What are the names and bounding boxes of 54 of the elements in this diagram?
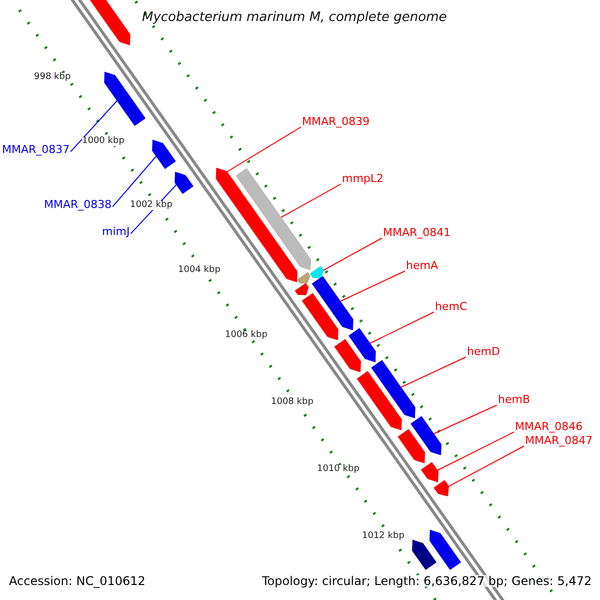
gene-block (221, 179, 298, 282)
scale-label: 1006 kbp (225, 331, 268, 340)
leader-line (112, 156, 157, 208)
gene-block (356, 371, 402, 430)
gene-label: hemA (406, 260, 438, 271)
leader-line (340, 270, 406, 302)
gene-block (152, 140, 176, 169)
gene-block (398, 429, 426, 464)
gene-label: MMAR_0838 (44, 199, 112, 210)
title: Mycobacterium marinum M, complete genome (142, 11, 447, 24)
gene-block (334, 339, 361, 372)
gene-block (216, 168, 233, 187)
genome-summary-text: Topology: circular; Length: 6,636,827 bp; Genes: 5,472 (262, 575, 592, 587)
gene-block (348, 328, 376, 362)
gene-label: MMAR_0841 (383, 227, 451, 238)
gene-block (310, 266, 324, 278)
gene-block (236, 168, 312, 270)
gene-label: hemC (435, 301, 468, 312)
gene-label: MMAR_0846 (515, 421, 583, 432)
leader-line (70, 100, 118, 152)
leader-line (433, 404, 498, 434)
gene-label: mimJ (102, 226, 130, 237)
gene-block (412, 540, 437, 570)
gene-label: hemB (498, 394, 530, 405)
gene-label: MMAR_0839 (302, 116, 370, 127)
gene-block (371, 360, 416, 418)
scale-label: 1012 kbp (362, 532, 404, 541)
leader-line (322, 238, 382, 271)
gene-block (174, 172, 194, 194)
leader-line (448, 446, 524, 487)
scale-label: 1002 kbp (130, 201, 172, 210)
leader-line (280, 184, 342, 218)
scale-label: 998 kbp (34, 73, 71, 82)
gene-block (434, 480, 450, 496)
gene-label: MMAR_0837 (2, 144, 70, 155)
accession-text: Accession: NC_010612 (9, 575, 146, 587)
scale-label: 1004 kbp (178, 266, 220, 275)
gene-block (302, 293, 338, 340)
gene-block (104, 72, 146, 126)
scale-label: 1000 kbp (82, 137, 124, 146)
gene-block (410, 416, 442, 456)
gene-block (312, 276, 354, 330)
leader-line (400, 356, 466, 388)
gene-label: MMAR_0847 (525, 435, 593, 446)
gene-label: hemD (467, 346, 500, 357)
leader-line (226, 126, 302, 172)
leader-line (370, 312, 434, 344)
gene-block (420, 462, 438, 482)
gene-block (294, 283, 309, 296)
gene-label: mmpL2 (342, 173, 384, 184)
scale-label: 1008 kbp (271, 398, 314, 407)
gene-block (429, 530, 462, 570)
scale-label: 1010 kbp (317, 465, 360, 474)
leader-line (437, 432, 514, 471)
